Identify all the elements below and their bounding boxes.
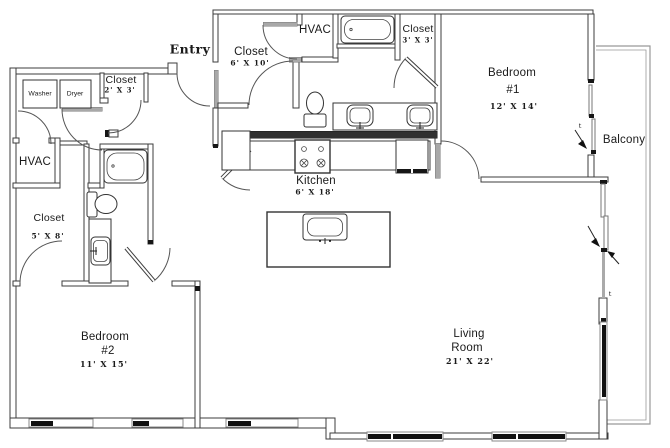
stove (294, 139, 331, 174)
bedroom2-dims: 11' X 15' (80, 359, 128, 369)
hall-closet-dims: 6' X 10' (230, 58, 270, 68)
living-label-line2: Room (451, 342, 483, 354)
vanity-top-bath (332, 102, 438, 131)
washer-label: Washer (28, 90, 52, 98)
kitchen-dims: 6' X 18' (295, 187, 335, 197)
hvac-top-label: HVAC (299, 24, 331, 36)
dryer-label: Dryer (66, 90, 84, 98)
slider-arrows (574, 129, 620, 265)
bed1-closet-dims: 3' X 3' (402, 35, 434, 45)
hvac-left-label: HVAC (19, 156, 51, 168)
slider-mark-2: t (608, 290, 612, 298)
kitchen-island (266, 211, 391, 268)
kitchen-counter (249, 140, 431, 171)
kitchen-label: Kitchen (296, 175, 336, 187)
entry-label: Entry (169, 41, 211, 57)
toilet-top-bath (303, 91, 327, 128)
bed2-closet-dims: 5' X 8' (31, 231, 65, 241)
entry-closet-label: Closet (105, 74, 137, 86)
balcony-slider-living (600, 180, 609, 323)
bathtub-left (103, 149, 148, 184)
bedroom1-dims: 12' X 14' (490, 101, 538, 111)
vanity-left-bath (88, 218, 112, 284)
bed2-closet-label: Closet (33, 212, 65, 224)
windows (28, 321, 608, 442)
washer-box (22, 79, 58, 109)
toilet-left-bath (86, 191, 118, 218)
slider-mark-1: t (578, 122, 582, 130)
bedroom1-label: Bedroom (487, 67, 537, 79)
living-label-line1: Living (453, 328, 485, 340)
bedroom1-number: #1 (506, 84, 520, 96)
bathtub-top (340, 15, 395, 44)
bedroom2-label: Bedroom (80, 331, 130, 343)
refrigerator (395, 139, 429, 174)
balcony-label: Balcony (602, 134, 646, 146)
bedroom2-number: #2 (101, 345, 115, 357)
balcony-outline (596, 45, 651, 425)
hall-closet-label: Closet (234, 46, 268, 58)
kitchen-pantry (221, 130, 251, 171)
living-dims: 21' X 22' (446, 356, 494, 366)
dryer-box (59, 79, 92, 109)
bed1-closet-label: Closet (402, 23, 434, 35)
entry-closet-dims: 2' X 3' (104, 85, 136, 95)
balcony-slider-bedroom1 (588, 84, 596, 154)
